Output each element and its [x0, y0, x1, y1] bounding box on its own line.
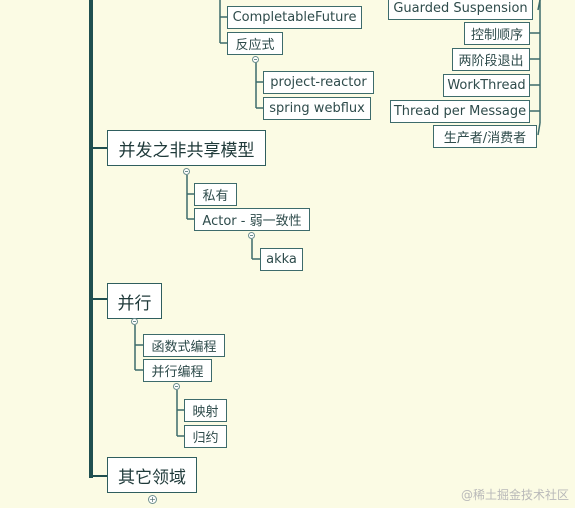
collapse-parallel-programming-icon[interactable] [173, 383, 180, 390]
node-control-order[interactable]: 控制顺序 [464, 22, 530, 45]
node-guarded-suspension[interactable]: Guarded Suspension [388, 0, 533, 20]
node-akka[interactable]: akka [260, 248, 303, 271]
node-work-thread[interactable]: WorkThread [443, 74, 530, 97]
collapse-concurrency-icon[interactable] [183, 168, 190, 175]
node-two-phase-exit[interactable]: 两阶段退出 [452, 48, 530, 71]
node-producer-consumer[interactable]: 生产者/消费者 [433, 125, 537, 148]
collapse-actor-icon[interactable] [248, 232, 255, 239]
node-spring-webflux[interactable]: spring webflux [263, 97, 371, 120]
node-reactive[interactable]: 反应式 [227, 32, 283, 55]
node-functional-programming[interactable]: 函数式编程 [143, 334, 225, 357]
node-private[interactable]: 私有 [194, 183, 237, 206]
node-reduce[interactable]: 归约 [184, 425, 227, 448]
node-map[interactable]: 映射 [184, 399, 227, 422]
node-actor-weak-consistency[interactable]: Actor - 弱一致性 [194, 208, 310, 231]
expand-other-fields-icon[interactable]: + [148, 495, 157, 504]
node-parallel[interactable]: 并行 [107, 283, 162, 319]
node-thread-per-message[interactable]: Thread per Message [390, 100, 530, 123]
node-parallel-programming[interactable]: 并行编程 [143, 359, 212, 382]
collapse-reactive-icon[interactable] [252, 56, 259, 63]
node-project-reactor[interactable]: project-reactor [263, 71, 374, 94]
node-concurrency-non-shared[interactable]: 并发之非共享模型 [107, 130, 266, 166]
collapse-parallel-icon[interactable] [131, 318, 138, 325]
watermark-text: @稀土掘金技术社区 [460, 488, 569, 502]
node-other-fields[interactable]: 其它领域 [107, 457, 197, 493]
node-completable-future[interactable]: CompletableFuture [227, 6, 362, 29]
